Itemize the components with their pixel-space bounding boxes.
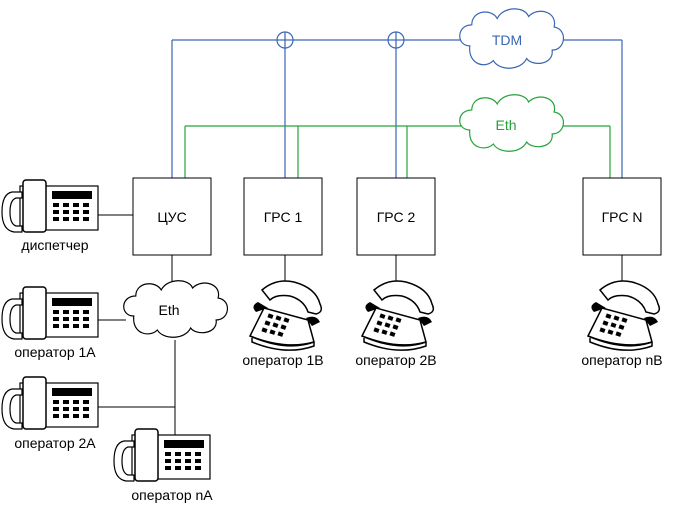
local-links (95, 214, 623, 435)
node-grs1-label: ГРС 1 (264, 209, 303, 225)
node-cus-label: ЦУС (157, 209, 186, 225)
rotary-phone-icon (587, 280, 661, 351)
desk-phone-icon (113, 428, 211, 482)
tdm-junction (276, 31, 294, 49)
phone-opnb-label: оператор nB (581, 352, 662, 368)
phone-op1a-label: оператор 1А (14, 344, 96, 360)
rotary-phone-icon (361, 280, 435, 351)
eth-local-label: Eth (158, 302, 179, 318)
phone-op2b-label: оператор 2В (355, 352, 436, 368)
eth-links (184, 125, 611, 178)
rotary-phone-icon (249, 280, 323, 351)
desk-phone-icon (1, 286, 99, 340)
node-cus: ЦУС (132, 177, 212, 256)
phone-opna-label: оператор nA (131, 487, 213, 503)
phone-op1b-label: оператор 1В (242, 352, 323, 368)
node-grsn: ГРС N (582, 177, 662, 256)
tdm-junction (387, 31, 405, 49)
tdm-links (171, 39, 623, 178)
phone-dispatcher-label: диспетчер (21, 237, 88, 253)
node-grs1: ГРС 1 (243, 177, 323, 256)
desk-phone-icon (1, 376, 99, 430)
node-grs2: ГРС 2 (356, 177, 436, 256)
tdm-label: TDM (492, 32, 522, 48)
eth-top-label: Eth (495, 117, 516, 133)
desk-phone-icon (1, 179, 99, 233)
node-grsn-label: ГРС N (602, 209, 643, 225)
phone-op2a-label: оператор 2А (14, 435, 96, 451)
node-grs2-label: ГРС 2 (377, 209, 416, 225)
